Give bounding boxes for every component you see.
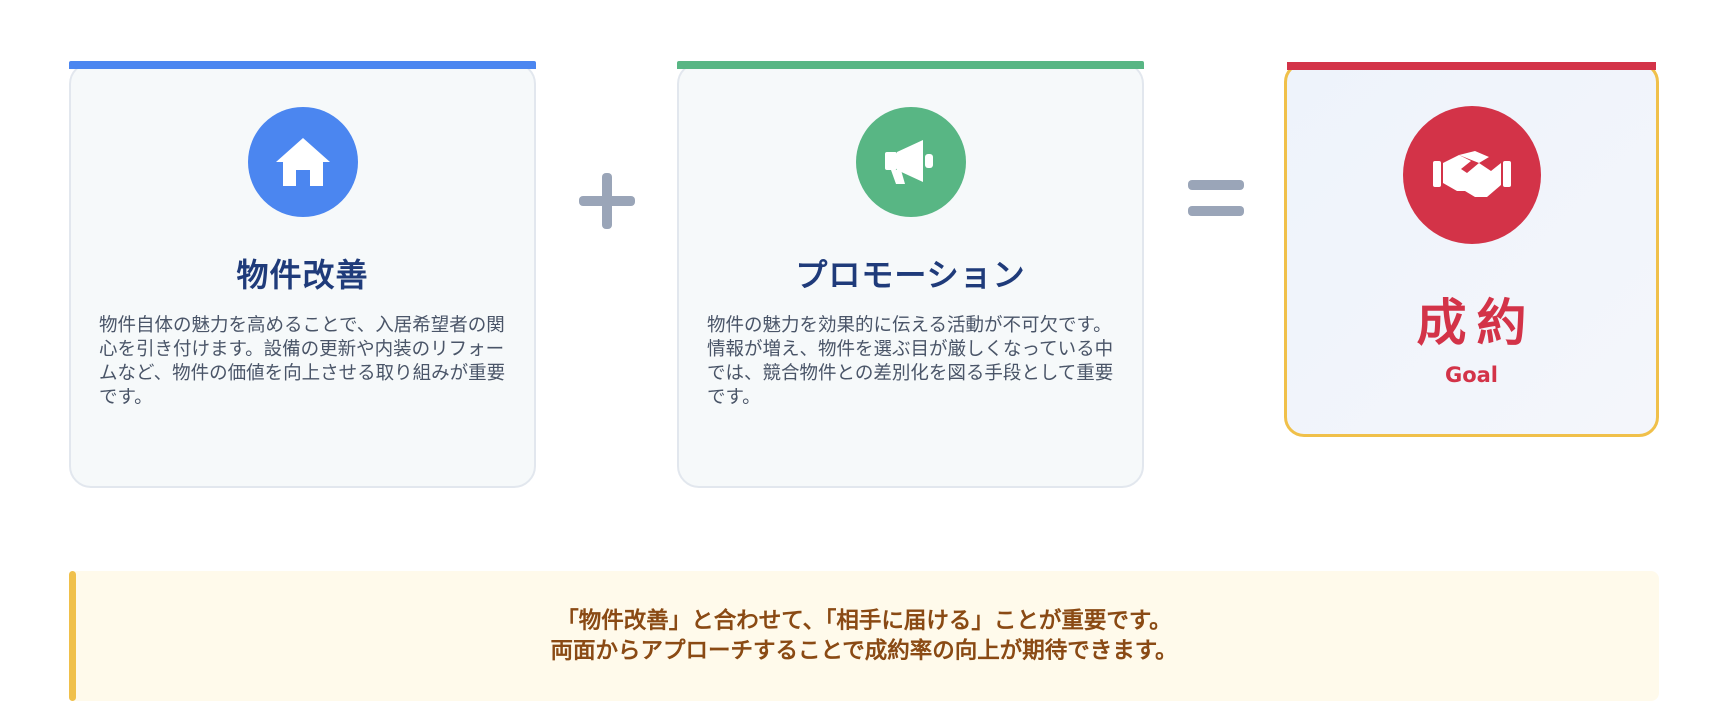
promotion-card: プロモーション 物件の魅力を効果的に伝える活動が不可欠です。情報が増え、物件を選… [677, 61, 1144, 488]
home-icon [247, 107, 358, 217]
plus-operator [572, 156, 642, 246]
card-top-bar [677, 61, 1144, 69]
card-top-bar [69, 61, 536, 69]
goal-subtitle: Goal [1444, 363, 1499, 387]
note-line-1: 「物件改善」と合わせて、「相手に届ける」ことが重要です。 [556, 608, 1172, 634]
summary-note: 「物件改善」と合わせて、「相手に届ける」ことが重要です。 両面からアプローチする… [69, 571, 1659, 701]
goal-card: 成約 Goal [1284, 62, 1659, 437]
card-description: 物件の魅力を効果的に伝える活動が不可欠です。情報が増え、物件を選ぶ目が厳しくなっ… [707, 315, 1114, 408]
card-description: 物件自体の魅力を高めることで、入居希望者の関心を引き付けます。設備の更新や内装の… [99, 315, 506, 408]
goal-title: 成約 [1416, 294, 1537, 352]
note-line-2: 両面からアプローチすることで成約率の向上が期待できます。 [550, 638, 1178, 664]
card-title: 物件改善 [236, 256, 369, 294]
note-accent-bar [69, 571, 76, 701]
goal-top-bar [1287, 62, 1656, 70]
card-title: プロモーション [795, 256, 1026, 294]
megaphone-icon [855, 107, 966, 217]
property-improvement-card: 物件改善 物件自体の魅力を高めることで、入居希望者の関心を引き付けます。設備の更… [69, 61, 536, 488]
equals-operator [1180, 150, 1252, 246]
handshake-icon [1402, 106, 1541, 244]
